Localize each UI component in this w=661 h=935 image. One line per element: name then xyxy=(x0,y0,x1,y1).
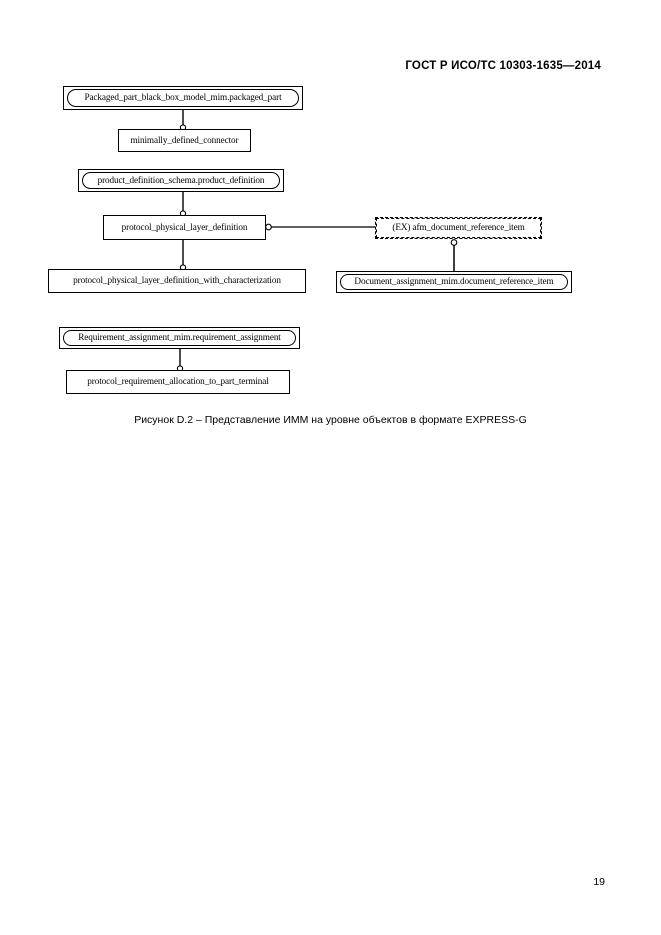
node-minimally-defined-connector[interactable]: minimally_defined_connector xyxy=(118,129,251,152)
node-protocol-requirement-allocation-to-part-terminal[interactable]: protocol_requirement_allocation_to_part_… xyxy=(66,370,290,394)
node-label: protocol_requirement_allocation_to_part_… xyxy=(87,376,269,387)
node-inner-frame: minimally_defined_connector xyxy=(119,130,250,151)
node-label: Requirement_assignment_mim.requirement_a… xyxy=(78,332,281,343)
node-label: minimally_defined_connector xyxy=(130,134,239,145)
node-label: (EX) afm_document_reference_item xyxy=(392,222,525,233)
node-inner-frame: protocol_physical_layer_definition xyxy=(104,216,265,239)
diagram-connector-layer xyxy=(176,110,458,372)
connector-circle-5 xyxy=(450,239,458,246)
page-number: 19 xyxy=(593,876,605,888)
node-inner-frame: protocol_requirement_allocation_to_part_… xyxy=(67,371,289,393)
node-label: product_definition_schema.product_defini… xyxy=(97,174,265,185)
node-inner-frame: product_definition_schema.product_defini… xyxy=(82,172,280,189)
figure-caption: Рисунок D.2 – Представление ИММ на уровн… xyxy=(134,414,527,426)
node-document-assignment-mim[interactable]: Document_assignment_mim.document_referen… xyxy=(336,271,572,293)
node-inner-frame: Packaged_part_black_box_model_mim.packag… xyxy=(67,89,299,107)
node-inner-frame: (EX) afm_document_reference_item xyxy=(376,218,541,238)
node-inner-frame: Document_assignment_mim.document_referen… xyxy=(340,274,568,290)
node-inner-frame: protocol_physical_layer_definition_with_… xyxy=(49,270,305,292)
node-label: Document_assignment_mim.document_referen… xyxy=(354,276,554,287)
node-packaged-part-black-box-model-mim[interactable]: Packaged_part_black_box_model_mim.packag… xyxy=(63,86,303,110)
document-header-standard-number: ГОСТ Р ИСО/ТС 10303-1635—2014 xyxy=(405,60,601,72)
node-product-definition-schema[interactable]: product_definition_schema.product_defini… xyxy=(78,169,284,192)
connector-circle-3 xyxy=(265,223,272,231)
node-protocol-physical-layer-definition-with-characterization[interactable]: protocol_physical_layer_definition_with_… xyxy=(48,269,306,293)
node-afm-document-reference-item[interactable]: (EX) afm_document_reference_item xyxy=(375,217,542,239)
express-g-diagram: Packaged_part_black_box_model_mim.packag… xyxy=(0,0,661,410)
node-label: protocol_physical_layer_definition_with_… xyxy=(73,275,281,286)
node-inner-frame: Requirement_assignment_mim.requirement_a… xyxy=(63,330,296,346)
node-protocol-physical-layer-definition[interactable]: protocol_physical_layer_definition xyxy=(103,215,266,240)
node-requirement-assignment-mim[interactable]: Requirement_assignment_mim.requirement_a… xyxy=(59,327,300,349)
node-label: Packaged_part_black_box_model_mim.packag… xyxy=(84,92,282,103)
node-label: protocol_physical_layer_definition xyxy=(121,221,248,232)
